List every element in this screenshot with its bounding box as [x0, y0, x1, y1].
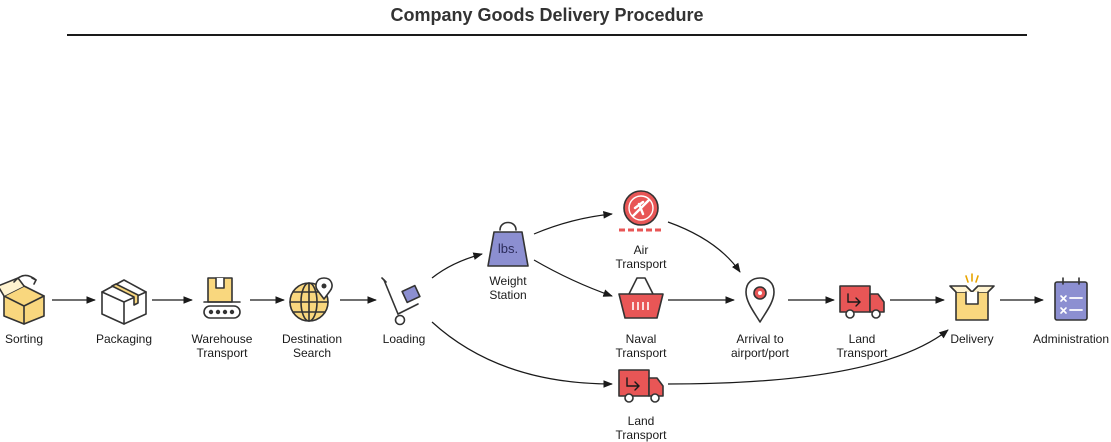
globe-pin-icon: [289, 277, 333, 322]
node-label: Station: [489, 288, 526, 302]
node-label: Naval: [626, 332, 657, 346]
clipboard-icon: [1054, 277, 1088, 321]
node-label: Land: [628, 414, 655, 428]
node-label: Search: [293, 346, 331, 360]
truck-icon: [839, 285, 885, 319]
arrow-loading-to-land-transport-2: [431, 321, 613, 388]
conveyor-belt-icon: [203, 277, 241, 319]
node-label: Packaging: [96, 332, 152, 346]
node-label: Weight: [489, 274, 527, 288]
node-label: airport/port: [731, 346, 790, 360]
node-label: Administration: [1033, 332, 1109, 346]
hand-truck-icon: [381, 277, 421, 326]
closed-package-icon: [101, 279, 147, 325]
arrow-air-transport-to-arrival: [667, 221, 741, 273]
arrow-land-transport-2-to-delivery: [667, 329, 949, 385]
arrow-weight-station-to-air-transport: [533, 211, 613, 235]
weight-text: lbs.: [498, 241, 518, 256]
open-box-icon: [0, 274, 45, 325]
node-label: Land: [849, 332, 876, 346]
node-administration: Administration: [1033, 277, 1109, 346]
location-pin-icon: [745, 277, 775, 323]
node-label: Transport: [197, 346, 249, 360]
title-divider: [67, 34, 1027, 36]
truck-icon: [618, 369, 664, 403]
boat-icon: [618, 277, 664, 319]
arrow-weight-station-to-naval-transport: [533, 259, 613, 297]
delivered-box-icon: [949, 273, 995, 321]
node-loading: Loading: [381, 277, 426, 346]
node-label: Transport: [616, 428, 668, 442]
node-label: Destination: [282, 332, 342, 346]
edges: [52, 211, 1044, 388]
airplane-icon: [619, 190, 663, 232]
node-label: Air: [634, 243, 649, 257]
node-delivery: Delivery: [949, 273, 995, 346]
node-sorting: Sorting: [0, 274, 45, 346]
node-label: Arrival to: [736, 332, 784, 346]
node-label: Warehouse: [192, 332, 253, 346]
node-label: Transport: [616, 346, 668, 360]
node-label: Transport: [616, 257, 668, 271]
arrow-loading-to-weight-station: [431, 252, 483, 279]
node-label: Transport: [837, 346, 889, 360]
page-title: Company Goods Delivery Procedure: [390, 5, 704, 25]
node-label: Delivery: [950, 332, 993, 346]
node-label: Sorting: [5, 332, 43, 346]
weight-icon: lbs.: [487, 221, 529, 267]
node-packaging: Packaging: [96, 279, 152, 346]
node-label: Loading: [383, 332, 426, 346]
